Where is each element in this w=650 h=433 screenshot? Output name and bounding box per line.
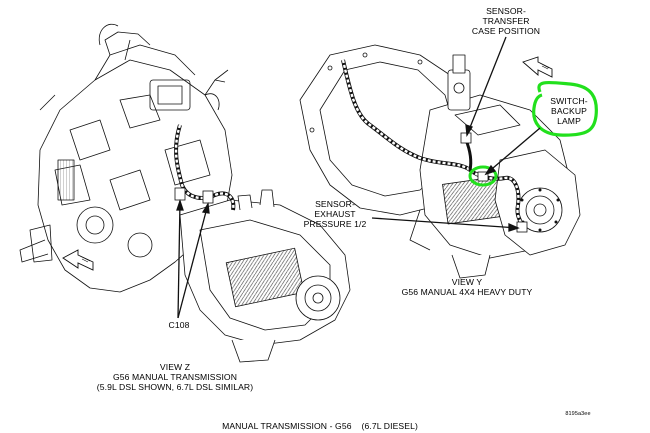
- view-z-title: VIEW Z: [159, 362, 191, 372]
- view-y-leader-lines: [371, 36, 541, 232]
- connector-c108-a: [174, 187, 186, 201]
- view-z-caption: VIEW Z G56 MANUAL TRANSMISSION (5.9L DSL…: [85, 362, 265, 392]
- sensor-transfer-connector: [460, 132, 472, 144]
- c108-leader-lines: [176, 198, 210, 319]
- callout-switch-backup-lamp: SWITCH- BACKUP LAMP: [550, 96, 588, 126]
- sensor-exhaust-connector: [516, 221, 528, 233]
- view-y-subtitle: G56 MANUAL 4X4 HEAVY DUTY: [401, 287, 533, 297]
- figure-code: 8195a3ee: [565, 411, 591, 417]
- callout-sensor-exhaust-pressure: SENSOR- EXHAUST PRESSURE 1/2: [303, 199, 367, 229]
- green-highlight-circle-switch-label: [532, 80, 598, 137]
- view-y-caption: VIEW Y G56 MANUAL 4X4 HEAVY DUTY: [392, 277, 542, 297]
- view-z-line1: G56 MANUAL TRANSMISSION: [112, 372, 238, 382]
- figure-caption: MANUAL TRANSMISSION - G56 (6.7L DIESEL): [222, 421, 418, 431]
- callout-sensor-transfer-case-position: SENSOR- TRANSFER CASE POSITION: [471, 6, 541, 36]
- connector-c108-b: [202, 190, 214, 204]
- callout-c108: C108: [168, 320, 190, 330]
- transmission-housing-view-z: [179, 189, 351, 363]
- view-y-title: VIEW Y: [451, 277, 483, 287]
- fwd-arrow-view-y: [522, 56, 553, 78]
- view-z-line2: (5.9L DSL SHOWN, 6.7L DSL SIMILAR): [96, 382, 254, 392]
- switch-backup-connector: [477, 171, 489, 182]
- fwd-arrow-view-z: [62, 249, 94, 271]
- green-highlight-circle-connector: [468, 165, 498, 187]
